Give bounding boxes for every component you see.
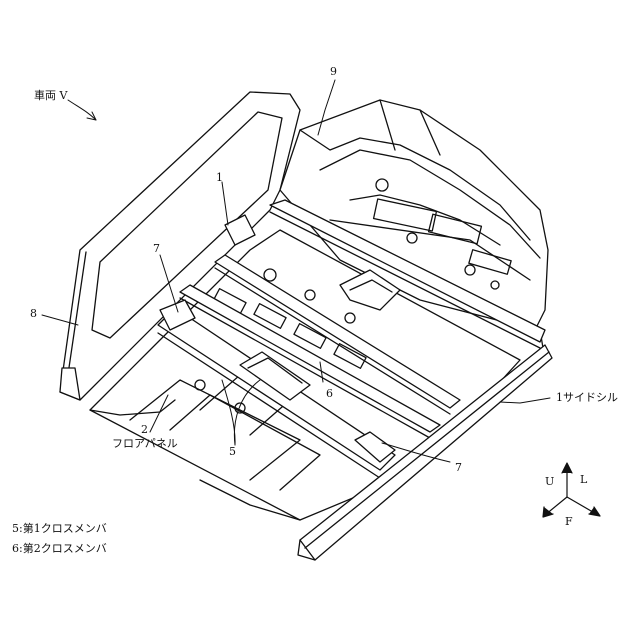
axis-up-label: U [545, 475, 555, 488]
axis-front-label: F [565, 515, 573, 528]
second-cross-member [179, 269, 441, 439]
direction-axes [542, 462, 601, 518]
legend-item-1: 5:第1クロスメンバ [12, 522, 107, 535]
side-sill [297, 344, 553, 561]
leader-lines [41, 79, 551, 463]
callout-8: 8 [30, 307, 37, 320]
callout-2: 2 [141, 423, 148, 436]
vehicle-label: 車両 V [34, 89, 68, 102]
upper-cross-bar [214, 254, 461, 415]
callout-5: 5 [229, 445, 236, 458]
callout-7-upper: 7 [153, 242, 160, 255]
callout-6: 6 [326, 387, 333, 400]
legend-item-2: 6:第2クロスメンバ [12, 542, 107, 555]
rear-floor-panel [279, 99, 549, 371]
side-sill-label: 1サイドシル [556, 391, 618, 404]
callout-7-lower: 7 [455, 461, 462, 474]
callout-9: 9 [330, 65, 337, 78]
floor-panel-label: フロアパネル [112, 437, 178, 450]
axis-left-label: L [580, 473, 588, 486]
callout-1-upper: 1 [216, 171, 223, 184]
bracket-upper [159, 214, 256, 331]
rear-cross-member [269, 199, 546, 349]
pillar-panel [59, 91, 301, 401]
